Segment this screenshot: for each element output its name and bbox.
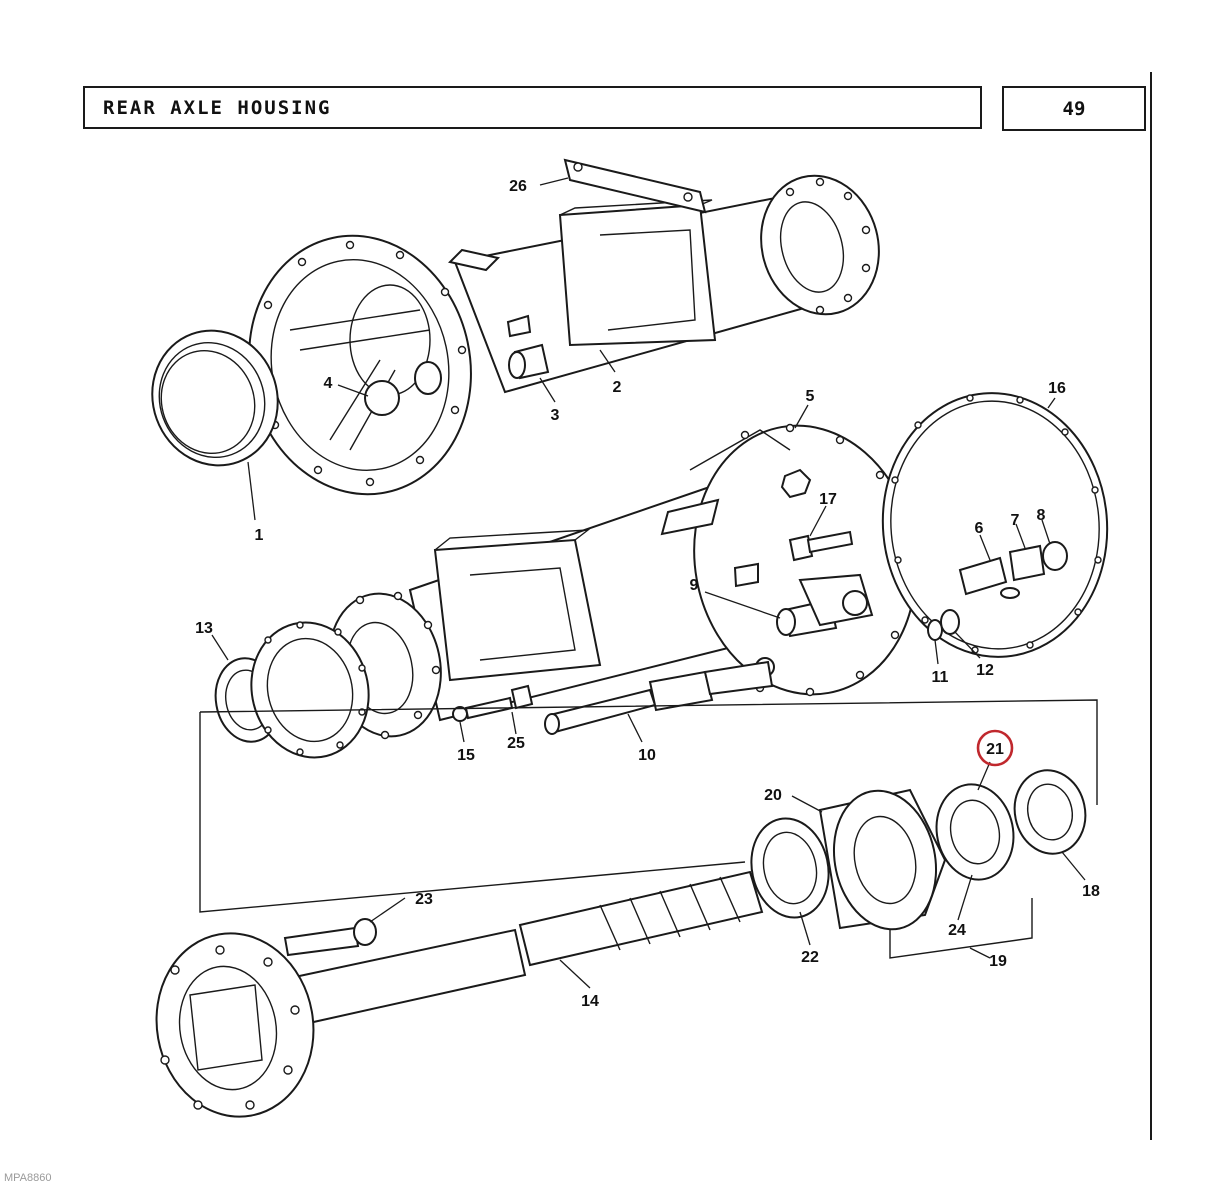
page-number-box: 49 — [1002, 86, 1146, 131]
callout-14: 14 — [581, 993, 599, 1010]
right-margin-rule — [1150, 72, 1152, 1140]
callout-9: 9 — [690, 577, 699, 594]
assembly-bracket — [199, 699, 1098, 913]
callout-24: 24 — [948, 922, 966, 939]
seal-13 — [214, 621, 370, 759]
image-code: MPA8860 — [4, 1172, 52, 1184]
callout-18: 18 — [1082, 883, 1100, 900]
callout-7: 7 — [1011, 512, 1020, 529]
callout-8: 8 — [1037, 507, 1046, 524]
upper-axle-housing — [248, 158, 880, 496]
fittings-11-12 — [927, 609, 960, 641]
stud-23 — [283, 918, 377, 957]
callout-6: 6 — [975, 520, 984, 537]
gasket-16 — [881, 392, 1109, 658]
bolt-17 — [780, 468, 854, 562]
callout-3: 3 — [551, 407, 560, 424]
callout-16: 16 — [1048, 380, 1066, 397]
callout-22: 22 — [801, 949, 819, 966]
breather-assembly-6-7-8 — [958, 541, 1068, 599]
axle-shaft-14 — [155, 870, 764, 1118]
callout-13: 13 — [195, 620, 213, 637]
callout-12: 12 — [976, 662, 994, 679]
page-title: REAR AXLE HOUSING — [103, 97, 332, 119]
callout-26: 26 — [509, 178, 527, 195]
callout-1: 1 — [255, 527, 264, 544]
highlight-ring-21 — [976, 729, 1014, 767]
callout-10: 10 — [638, 747, 656, 764]
callout-20: 20 — [764, 787, 782, 804]
leader-lines — [211, 177, 1086, 989]
callout-labels: 1 2 3 4 5 6 7 8 9 10 11 12 13 14 15 16 1… — [195, 178, 1100, 1010]
callout-2: 2 — [613, 379, 622, 396]
bearing-assembly — [750, 769, 1087, 959]
page-number: 49 — [1062, 98, 1086, 120]
callout-25: 25 — [507, 735, 525, 752]
callout-5: 5 — [806, 388, 815, 405]
callout-11: 11 — [932, 669, 949, 686]
callout-17: 17 — [819, 491, 837, 508]
title-box: REAR AXLE HOUSING — [83, 86, 982, 129]
callout-21: 21 — [986, 741, 1004, 758]
callout-15: 15 — [457, 747, 475, 764]
callout-23: 23 — [415, 891, 433, 908]
shaft-10 — [544, 660, 774, 735]
callout-19: 19 — [989, 953, 1007, 970]
seal-ring-1 — [151, 329, 279, 467]
callout-4: 4 — [324, 375, 333, 392]
